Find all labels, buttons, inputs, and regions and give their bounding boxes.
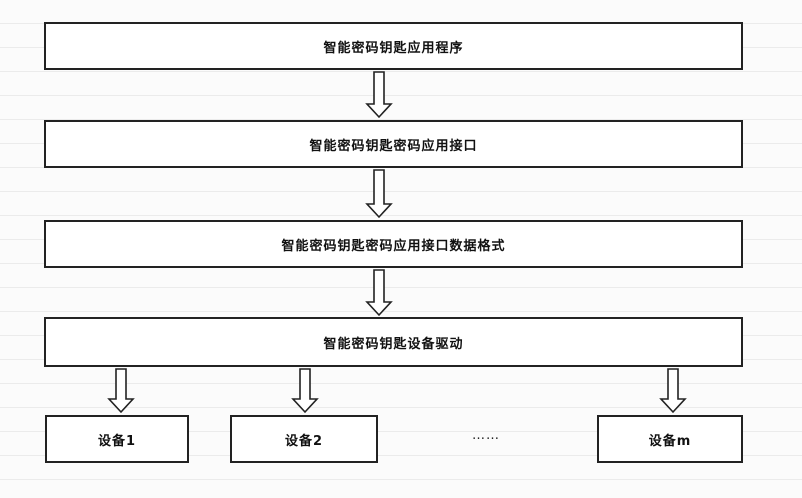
layer-application-program-label: 智能密码钥匙应用程序 bbox=[323, 40, 464, 56]
device-box-2: 设备2 bbox=[230, 415, 378, 463]
layer-device-driver: 智能密码钥匙设备驱动 bbox=[44, 317, 743, 367]
layer-api-data-format: 智能密码钥匙密码应用接口数据格式 bbox=[44, 220, 743, 268]
layer-application-program: 智能密码钥匙应用程序 bbox=[44, 22, 743, 70]
device-ellipsis: …… bbox=[472, 428, 500, 443]
device-box-1-label: 设备1 bbox=[97, 433, 137, 449]
device-box-2-label: 设备2 bbox=[284, 433, 324, 449]
layer-crypto-api-label: 智能密码钥匙密码应用接口 bbox=[309, 138, 478, 154]
device-box-1: 设备1 bbox=[45, 415, 189, 463]
layer-crypto-api: 智能密码钥匙密码应用接口 bbox=[44, 120, 743, 168]
layer-device-driver-label: 智能密码钥匙设备驱动 bbox=[323, 336, 464, 352]
device-box-m-label: 设备m bbox=[648, 433, 692, 449]
layer-api-data-format-label: 智能密码钥匙密码应用接口数据格式 bbox=[281, 238, 506, 254]
device-box-m: 设备m bbox=[597, 415, 743, 463]
